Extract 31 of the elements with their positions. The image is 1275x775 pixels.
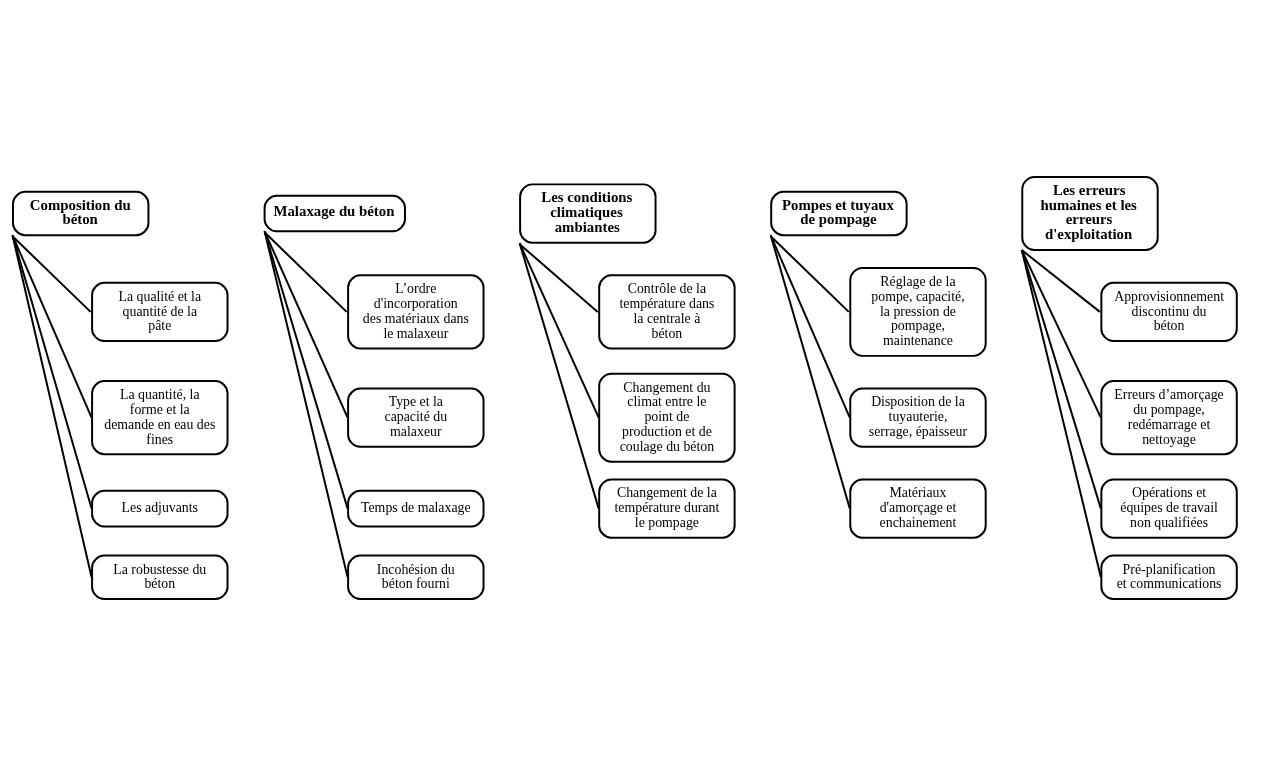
node-box: Changement de la température durant le pompage: [598, 477, 736, 539]
node-box: Les erreurs humaines et les erreurs d'exploitation: [1021, 175, 1159, 251]
connector: [1020, 248, 1102, 510]
node-box: La qualité et la quantité de la pâte: [91, 281, 229, 342]
node-box: Composition du béton: [12, 190, 150, 236]
node-box: Pré-planification et communications: [1100, 554, 1238, 600]
node-box: Matériaux d'amorçage et enchainement: [849, 477, 987, 539]
connector: [1020, 248, 1102, 578]
node-box: Changement du climat entre le point de production et de coulage du béton: [598, 372, 736, 463]
node-box: Temps de malaxage: [347, 489, 485, 527]
node-box: Disposition de la tuyauterie, serrage, épaisseur: [849, 387, 987, 448]
node-box: L’ordre d'incorporation des matériaux dans le malaxeur: [347, 273, 485, 349]
node-box: Les adjuvants: [91, 489, 229, 527]
connector: [1020, 248, 1102, 419]
node-box: La quantité, la forme et la demande en eau des fines: [91, 379, 229, 455]
connector: [1020, 248, 1101, 313]
node-box: Incohésion du béton fourni: [347, 554, 485, 600]
node-box: Les conditions climatiques ambiantes: [519, 182, 657, 244]
node-box: Malaxage du béton: [263, 194, 406, 232]
node-box: Erreurs d’amorçage du pompage, redémarrage et nettoyage: [1100, 379, 1238, 455]
connector: [11, 233, 93, 578]
node-box: Approvisionnement discontinu du béton: [1100, 281, 1238, 342]
node-box: Opérations et équipes de travail non qualifiées: [1100, 477, 1238, 539]
node-box: Type et la capacité du malaxeur: [347, 387, 485, 448]
node-box: Pompes et tuyaux de pompage: [770, 190, 908, 236]
node-box: Réglage de la pompe, capacité, la pression de pompage, maintenance: [849, 266, 987, 357]
connector: [769, 233, 851, 510]
connector: [518, 241, 600, 510]
node-box: La robustesse du béton: [91, 554, 229, 600]
node-box: Contrôle de la température dans la centrale à béton: [598, 273, 736, 349]
connector: [263, 229, 349, 578]
